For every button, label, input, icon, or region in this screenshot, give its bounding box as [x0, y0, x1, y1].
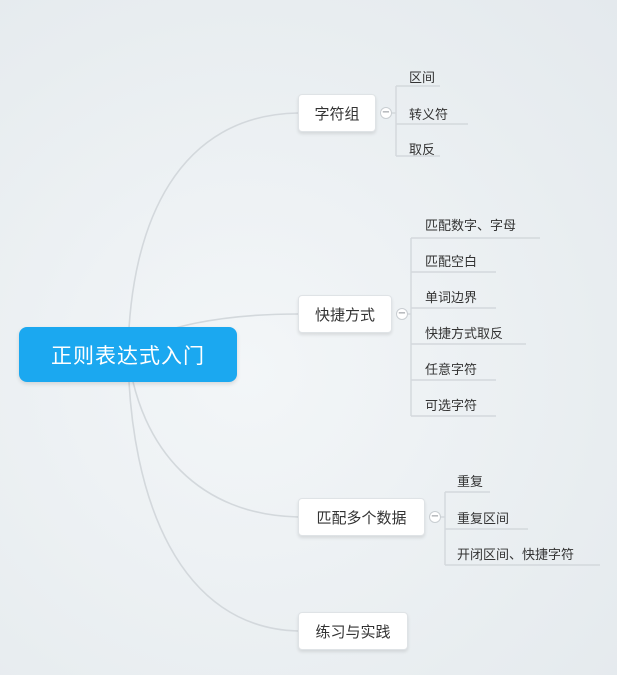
leaf-node[interactable]: 开闭区间、快捷字符	[457, 548, 575, 563]
connector-root-branch-4	[127, 353, 299, 632]
leaf-node[interactable]: 取反	[409, 143, 436, 158]
connector-branch-2-children	[407, 237, 540, 417]
collapse-icon[interactable]: −	[380, 107, 392, 119]
leaf-node[interactable]: 单词边界	[425, 291, 478, 306]
leaf-node[interactable]: 重复	[457, 475, 484, 490]
connector-root-branch-1	[127, 112, 299, 355]
root-node[interactable]: 正则表达式入门	[19, 327, 237, 382]
leaf-node[interactable]: 任意字符	[425, 363, 478, 378]
branch-node-practice[interactable]: 练习与实践	[298, 612, 408, 650]
collapse-icon[interactable]: −	[396, 308, 408, 320]
connector-branch-3-children	[441, 491, 600, 566]
leaf-node[interactable]: 重复区间	[457, 512, 510, 527]
connector-root-branch-3	[127, 353, 299, 518]
branch-node-character-class[interactable]: 字符组	[298, 94, 376, 132]
leaf-node[interactable]: 区间	[409, 71, 436, 86]
leaf-node[interactable]: 匹配数字、字母	[425, 219, 517, 234]
connector-branch-1-child-1	[392, 85, 468, 157]
branch-node-match-multiple[interactable]: 匹配多个数据	[298, 498, 425, 536]
branch-node-shortcuts[interactable]: 快捷方式	[298, 295, 392, 333]
leaf-node[interactable]: 快捷方式取反	[425, 327, 504, 342]
leaf-node[interactable]: 转义符	[409, 108, 449, 123]
collapse-icon[interactable]: −	[429, 511, 441, 523]
leaf-node[interactable]: 可选字符	[425, 399, 478, 414]
leaf-node[interactable]: 匹配空白	[425, 255, 478, 270]
